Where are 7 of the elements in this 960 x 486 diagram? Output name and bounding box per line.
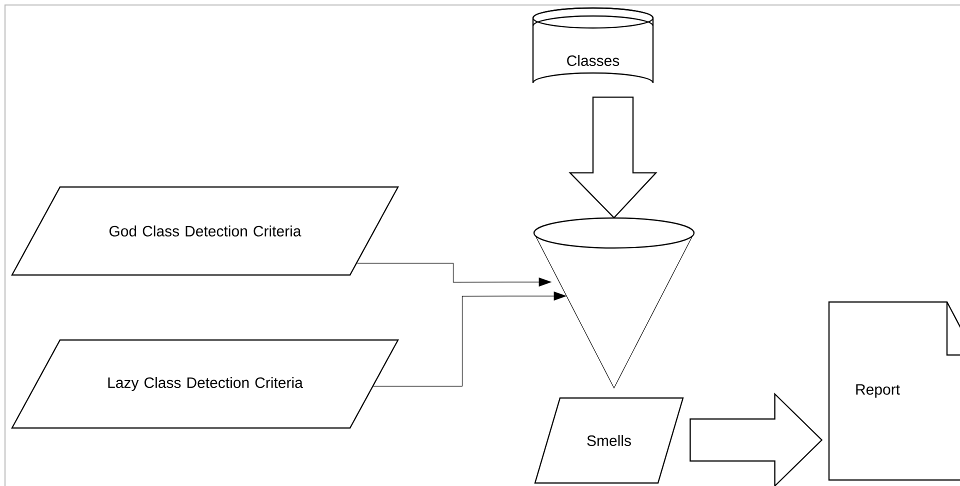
block-arrow xyxy=(568,96,658,219)
input-parallelogram: God Class Detection Criteria xyxy=(11,186,400,276)
funnel-cone xyxy=(533,217,695,389)
database-cylinder: Classes xyxy=(532,7,654,84)
input-parallelogram: Lazy Class Detection Criteria xyxy=(11,339,400,429)
block-arrow xyxy=(690,392,823,486)
output-parallelogram: Smells xyxy=(534,397,684,484)
